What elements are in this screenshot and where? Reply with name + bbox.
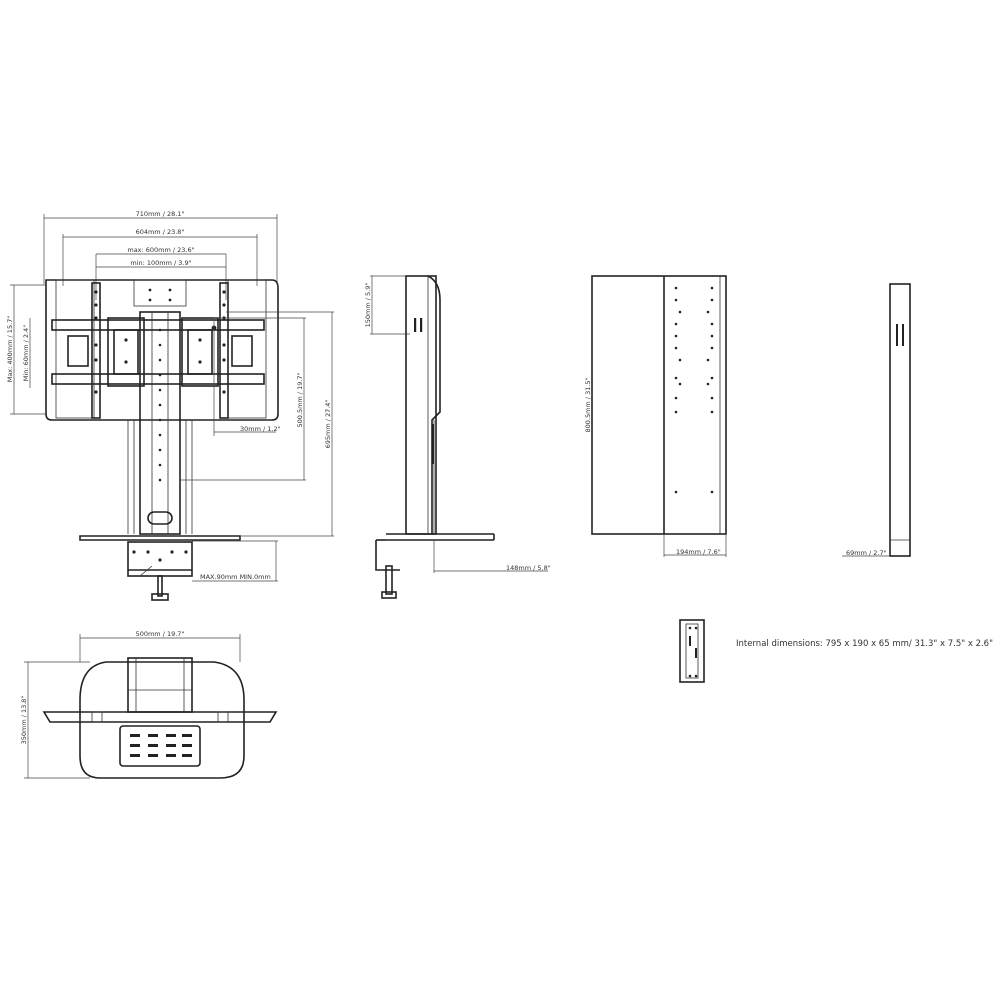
dim-column-height: 800.5mm / 31.5"	[584, 377, 592, 432]
dim-clamp-range: MAX.90mm MIN.0mm	[192, 540, 278, 582]
top-base-width-label: 500mm / 19.7"	[136, 630, 185, 638]
vesa-height-max-label: Max: 400mm / 15.7"	[6, 316, 14, 383]
dim-top-base-depth: 350mm / 13.8"	[20, 661, 90, 779]
column-width-label: 194mm / 7.6"	[676, 548, 721, 556]
internal-box: Internal dimensions: 795 x 190 x 65 mm/ …	[679, 619, 993, 683]
front-view: 710mm / 28.1" 604mm / 23.8" max: 600mm /…	[6, 210, 334, 601]
total-height-label: 695mm / 27.4"	[324, 400, 332, 449]
dim-height-adjust: 500.5mm / 19.7"	[180, 317, 306, 481]
clamp-range-label: MAX.90mm MIN.0mm	[200, 573, 271, 581]
overall-width-label: 710mm / 28.1"	[136, 210, 185, 218]
bracket-offset-label: 30mm / 1.2"	[240, 425, 281, 433]
dim-vesa-max: max: 600mm / 23.6"	[96, 246, 226, 255]
dim-side-base-depth: 148mm / 5.8"	[433, 540, 551, 573]
dim-column-width: 194mm / 7.6"	[663, 534, 727, 557]
dim-top-section: 150mm / 5.9"	[364, 275, 410, 335]
vesa-min-label: min: 100mm / 3.9"	[130, 259, 191, 267]
column-side-view: 69mm / 2.7"	[842, 283, 911, 557]
vesa-height-min-label: Min: 60mm / 2.4"	[22, 325, 30, 381]
dim-total-height: 695mm / 27.4"	[226, 311, 334, 537]
dim-column-depth: 69mm / 2.7"	[842, 549, 890, 557]
side-view: 150mm / 5.9" 148mm / 5.8"	[364, 275, 551, 599]
side-base-depth-label: 148mm / 5.8"	[506, 564, 551, 572]
internal-dimensions-text: Internal dimensions: 795 x 190 x 65 mm/ …	[736, 639, 993, 649]
column-depth-label: 69mm / 2.7"	[846, 549, 887, 557]
column-height-label: 800.5mm / 31.5"	[584, 377, 592, 432]
top-section-label: 150mm / 5.9"	[364, 283, 372, 328]
dim-vesa-height: Max: 400mm / 15.7" Min: 60mm / 2.4"	[6, 284, 46, 415]
dim-bracket-offset: 30mm / 1.2"	[213, 320, 281, 436]
height-adjust-label: 500.5mm / 19.7"	[296, 372, 304, 427]
dim-holes-width: 604mm / 23.8"	[62, 228, 258, 286]
top-base-depth-label: 350mm / 13.8"	[20, 696, 28, 745]
dim-overall-width: 710mm / 28.1"	[43, 210, 278, 284]
top-view: 500mm / 19.7" 350mm / 13.8"	[20, 630, 278, 779]
vesa-max-label: max: 600mm / 23.6"	[127, 246, 194, 254]
holes-width-label: 604mm / 23.8"	[136, 228, 185, 236]
dim-top-base-width: 500mm / 19.7"	[79, 630, 241, 662]
dim-vesa-min: min: 100mm / 3.9"	[95, 254, 227, 300]
column-rear-view: 800.5mm / 31.5" 194mm / 7.6"	[584, 275, 727, 557]
